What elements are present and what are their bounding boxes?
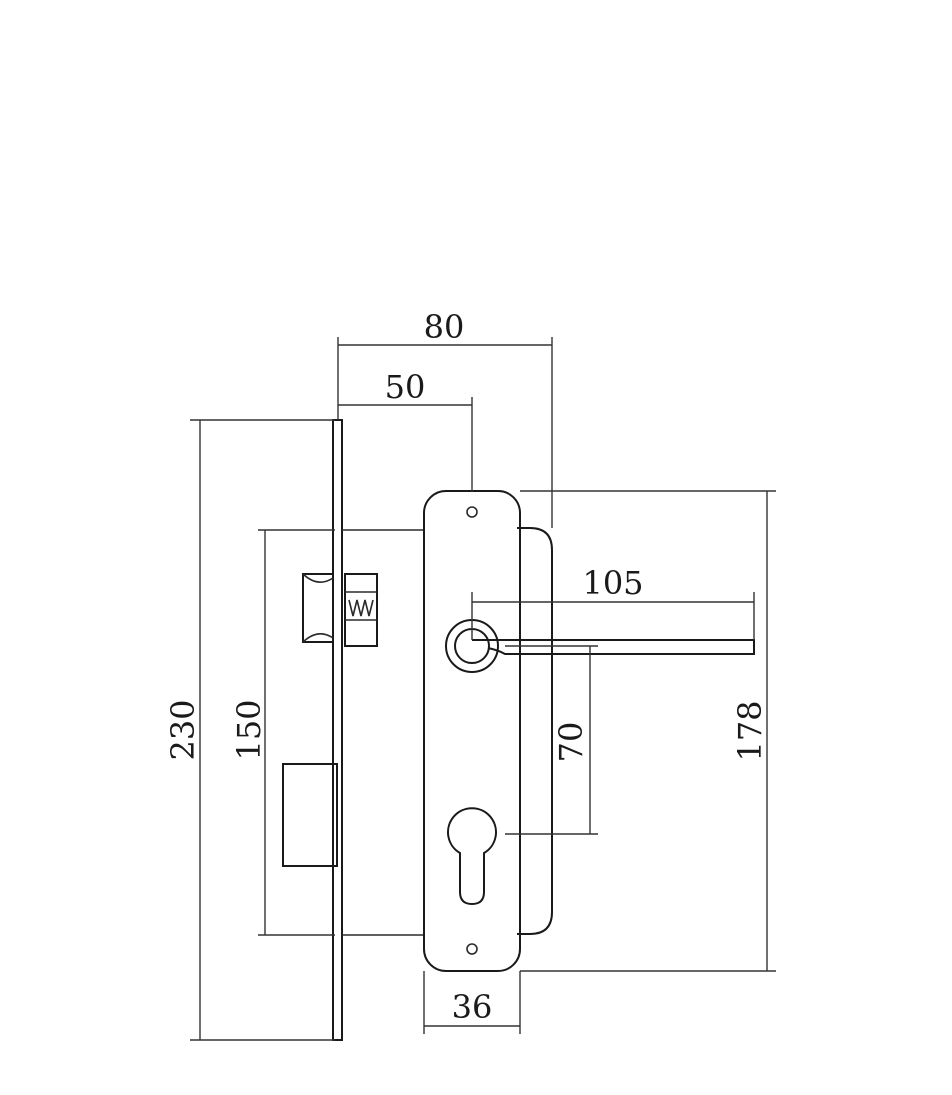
top-screw-hole — [466, 506, 478, 518]
dim-case-height: 150 — [230, 529, 335, 936]
backplate — [517, 527, 553, 935]
dim-center-distance-label: 70 — [552, 722, 590, 763]
dim-total-height: 230 — [164, 419, 335, 1041]
faceplate — [332, 419, 343, 1041]
escutcheon-plate — [423, 490, 521, 972]
dim-handle-length: 105 — [471, 564, 755, 640]
dim-plate-height: 178 — [520, 490, 776, 972]
dim-plate-width-label: 36 — [452, 988, 493, 1026]
bottom-screw-hole — [466, 943, 478, 955]
dim-total-height-label: 230 — [164, 699, 202, 760]
dead-bolt — [282, 763, 338, 867]
dim-plate-width: 36 — [423, 971, 521, 1034]
dim-handle-length-label: 105 — [582, 564, 643, 602]
cylinder-keyhole — [447, 807, 497, 906]
lever-handle — [445, 619, 755, 673]
dim-plate-height-label: 178 — [731, 700, 769, 761]
lock-case — [342, 529, 425, 936]
spring-icon — [348, 599, 374, 617]
dim-backset: 50 — [338, 368, 473, 492]
dim-backset-label: 50 — [385, 368, 426, 406]
dim-overall-depth-label: 80 — [424, 308, 465, 346]
dim-case-height-label: 150 — [230, 699, 268, 760]
latch-bolt — [302, 573, 378, 647]
dim-center-distance: 70 — [505, 645, 598, 835]
dim-overall-depth: 80 — [337, 308, 553, 528]
